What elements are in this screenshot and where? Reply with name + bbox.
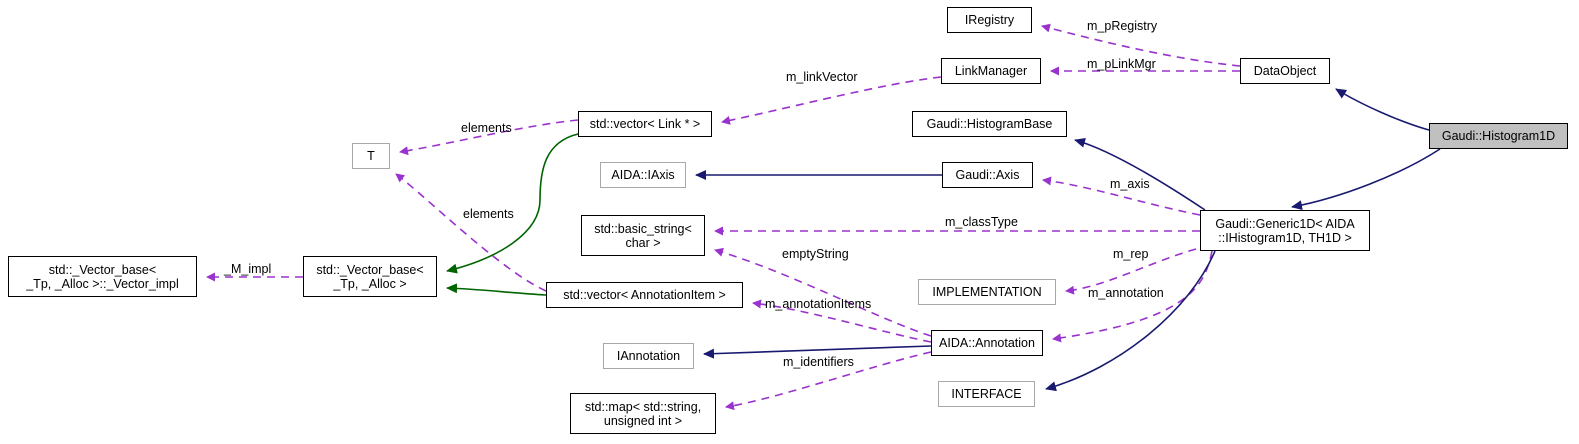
node-std-basic-string[interactable]: std::basic_string< char > (581, 215, 705, 256)
edge-m_rep (1065, 248, 1197, 295)
node-std-map-string-uint[interactable]: std::map< std::string, unsigned int > (570, 393, 716, 434)
edge-template-annotationitem (446, 283, 547, 296)
edge-emptyString (714, 247, 932, 337)
edge-label-m-axis: m_axis (1110, 177, 1150, 191)
edge-label-m-identifiers: m_identifiers (783, 355, 854, 369)
node-linkmanager[interactable]: LinkManager (941, 58, 1041, 84)
node-gaudi-generic1d[interactable]: Gaudi::Generic1D< AIDA ::IHistogram1D, T… (1200, 210, 1370, 251)
edge-label-m-linkvector: m_linkVector (786, 70, 858, 84)
node-std-vector-link[interactable]: std::vector< Link * > (578, 111, 712, 137)
node-iregistry[interactable]: IRegistry (947, 7, 1032, 33)
node-std-vector-annotationitem[interactable]: std::vector< AnnotationItem > (546, 282, 743, 308)
edge-label-elements-top: elements (461, 121, 512, 135)
edge-inherit-interface (1045, 250, 1216, 392)
node-t-template[interactable]: T (352, 143, 390, 169)
edge-inherit-histogrambase (1074, 137, 1206, 211)
edge-label-m-classtype: m_classType (945, 215, 1018, 229)
edge-inherit-dataobject (1335, 88, 1430, 131)
edge-label-emptystring: emptyString (782, 247, 849, 261)
node-iannotation[interactable]: IAnnotation (603, 343, 694, 369)
edge-template-link (446, 133, 579, 274)
edge-inherit-iannotation (703, 345, 932, 359)
node-std-vector-base[interactable]: std::_Vector_base< _Tp, _Alloc > (303, 256, 437, 297)
edge-label-elements-bottom: elements (463, 207, 514, 221)
node-interface[interactable]: INTERFACE (938, 381, 1035, 407)
edge-label-m-pregistry: m_pRegistry (1087, 19, 1158, 33)
edge-label-m-rep: m_rep (1113, 247, 1149, 261)
node-dataobject[interactable]: DataObject (1240, 58, 1330, 84)
node-aida-annotation[interactable]: AIDA::Annotation (931, 330, 1043, 356)
edge-elements-bottom (395, 173, 547, 292)
edge-label-m-annotationitems: m_annotationItems (765, 297, 872, 311)
edge-inherit-generic1d (1291, 148, 1441, 211)
node-aida-iaxis[interactable]: AIDA::IAxis (600, 162, 686, 188)
edge-label-m-plinkmgr: m_pLinkMgr (1087, 57, 1156, 71)
node-std-vector-base-vector-impl[interactable]: std::_Vector_base< _Tp, _Alloc >::_Vecto… (8, 256, 197, 297)
edge-m_annotationItems (752, 299, 932, 343)
node-implementation[interactable]: IMPLEMENTATION (918, 279, 1056, 305)
edge-elements-top (399, 119, 579, 156)
node-gaudi-histogrambase[interactable]: Gaudi::HistogramBase (912, 111, 1067, 137)
edge-m_axis (1042, 176, 1201, 216)
node-gaudi-histogram1d[interactable]: Gaudi::Histogram1D (1429, 123, 1568, 149)
edge-label-m-annotation: m_annotation (1088, 286, 1164, 300)
edge-label-m-impl: _M_impl (224, 262, 272, 276)
edge-m_linkVector (721, 76, 942, 125)
edge-m_annotation (1052, 250, 1213, 343)
node-gaudi-axis[interactable]: Gaudi::Axis (942, 162, 1033, 188)
